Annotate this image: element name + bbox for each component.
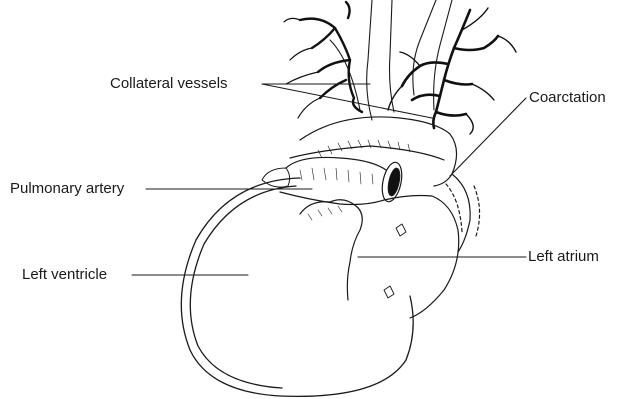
collateral-vessels-left: [284, 2, 362, 118]
leader-collateral-right: [262, 84, 432, 118]
label-pulmonary-artery: Pulmonary artery: [10, 180, 124, 198]
label-collateral-vessels: Collateral vessels: [110, 75, 228, 93]
label-coarctation: Coarctation: [529, 89, 606, 107]
leader-lines: [132, 84, 526, 275]
label-left-atrium: Left atrium: [528, 248, 599, 266]
label-left-ventricle: Left ventricle: [22, 266, 107, 284]
left-ventricle-shape: [181, 178, 413, 396]
leader-coarctation: [450, 98, 526, 176]
pulmonary-artery-shape: [262, 157, 405, 204]
collateral-vessels-right: [388, 8, 516, 134]
aortic-arch: [290, 117, 480, 252]
